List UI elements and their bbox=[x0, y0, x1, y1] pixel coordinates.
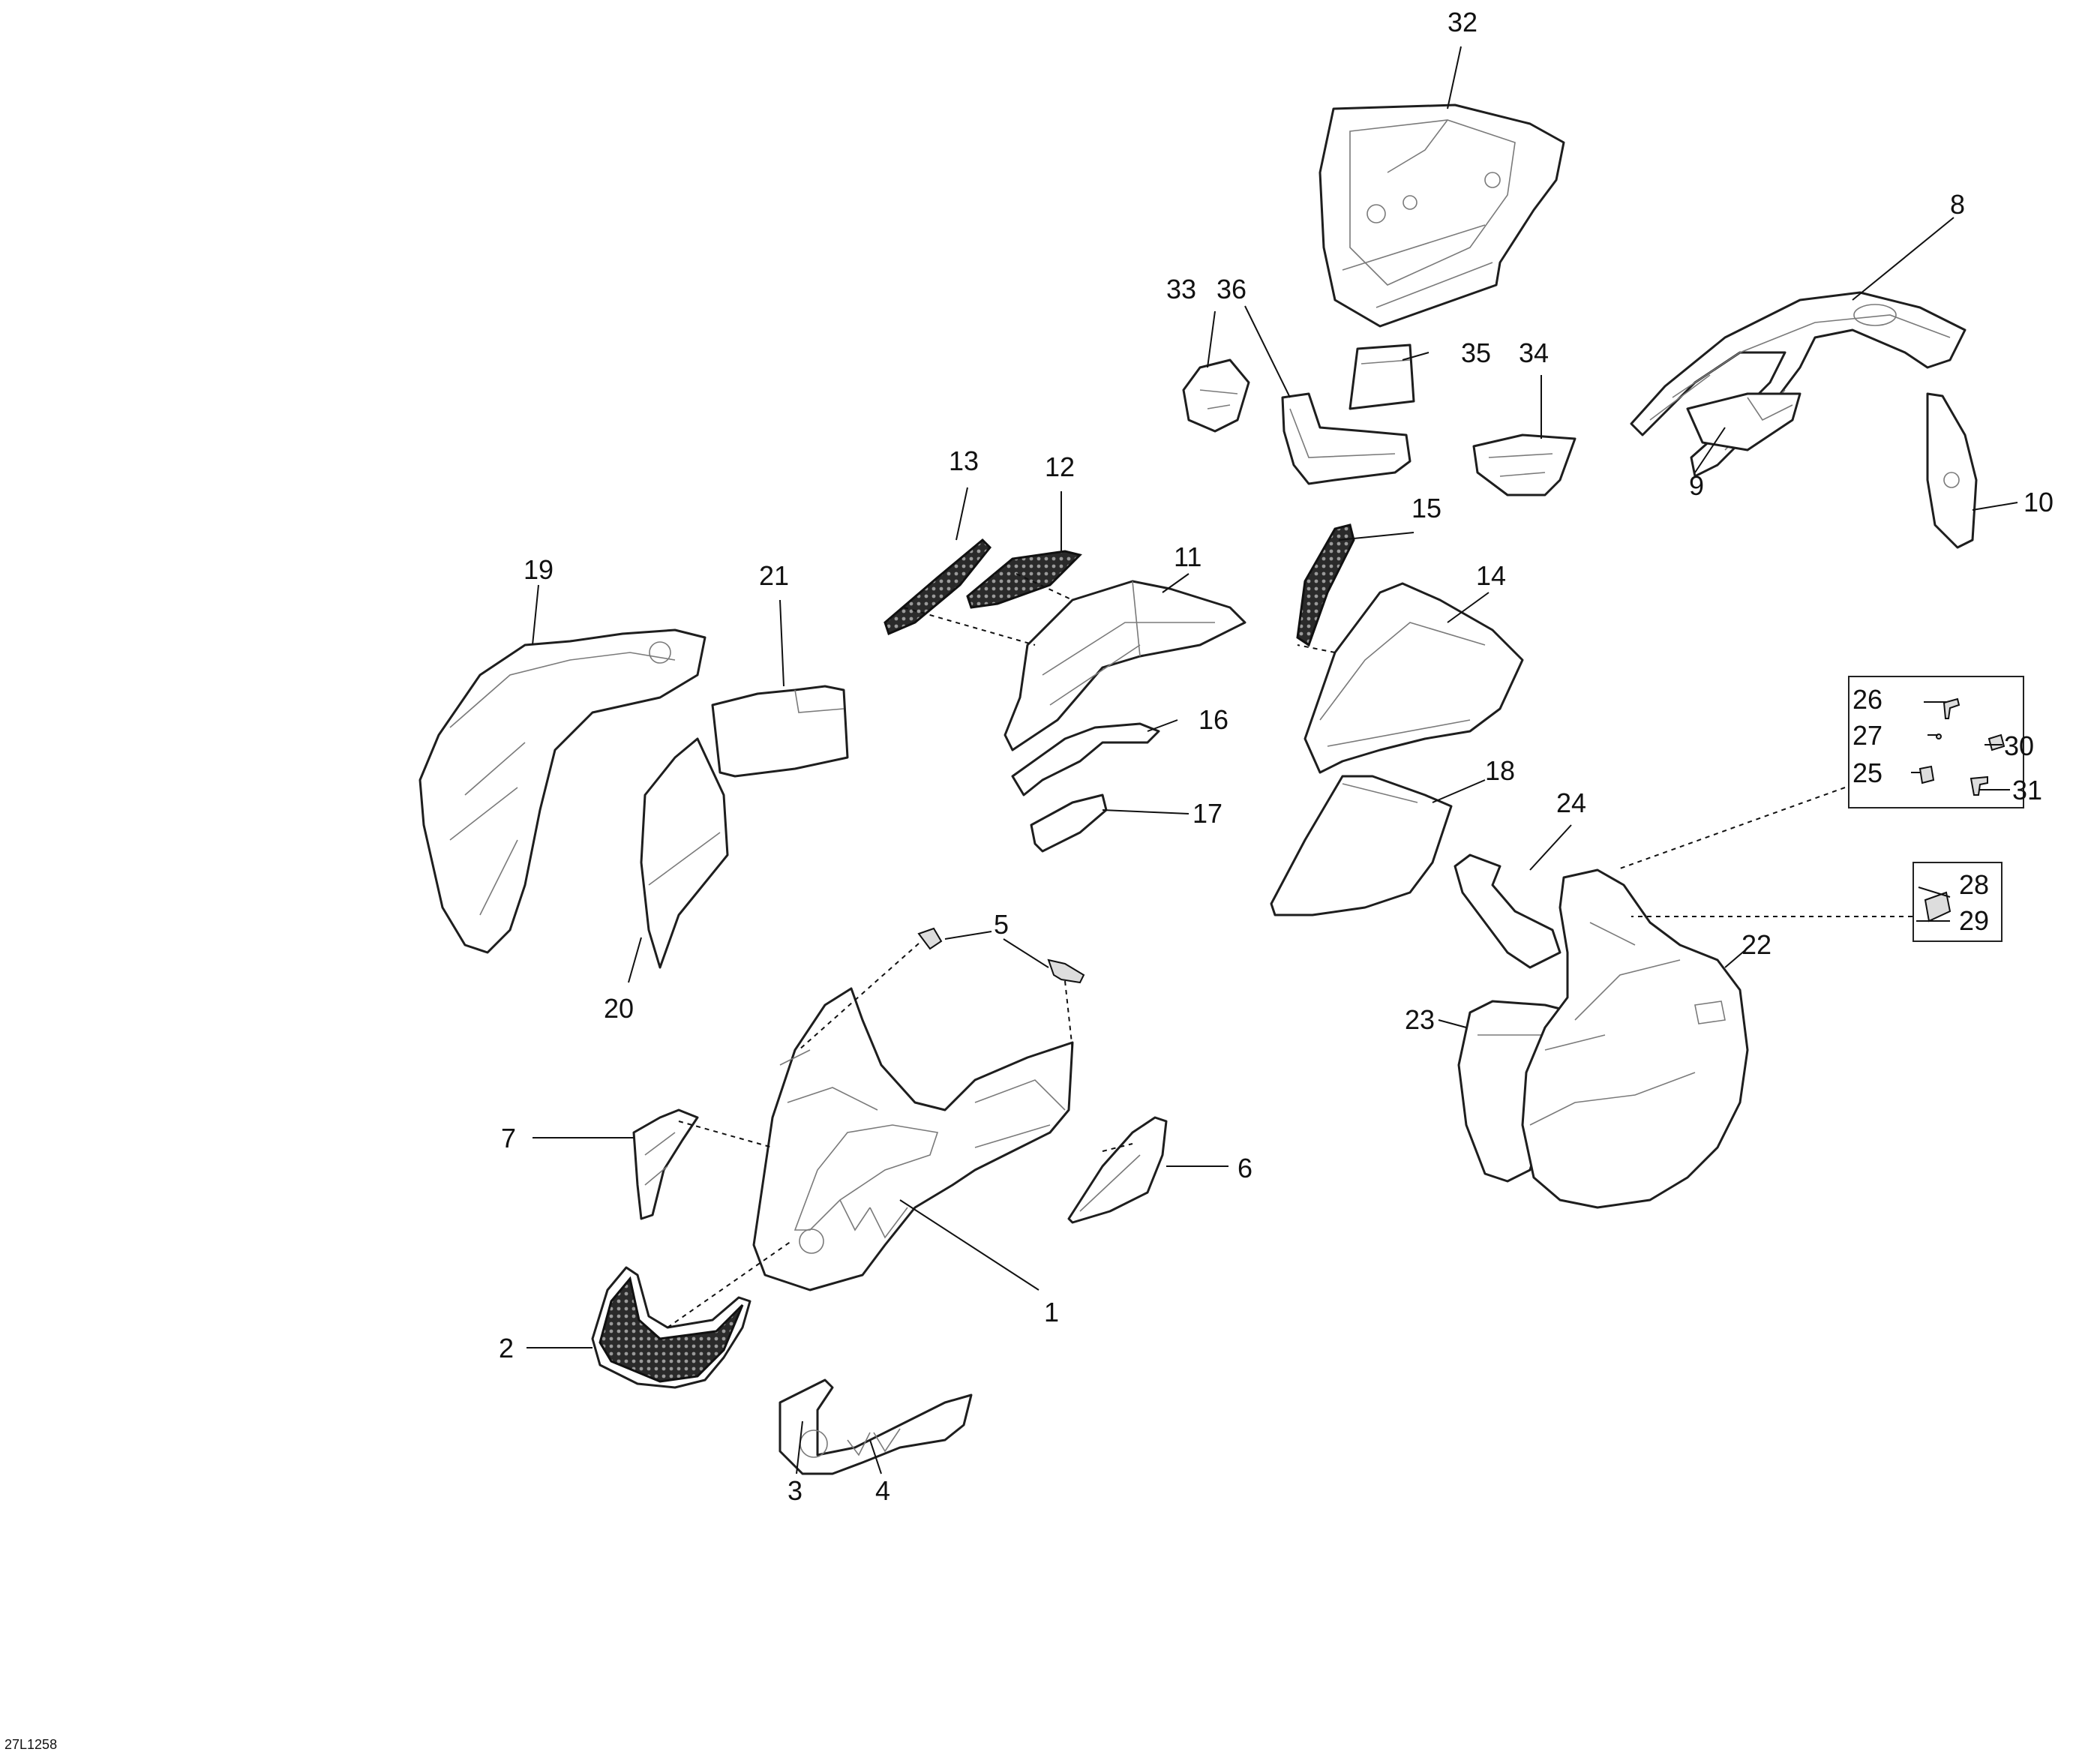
callout-18: 18 bbox=[1485, 755, 1515, 786]
hardware-box-25-31 bbox=[1848, 676, 2024, 942]
callout-28: 28 bbox=[1959, 869, 1989, 900]
callout-1: 1 bbox=[1044, 1297, 1059, 1328]
callout-19: 19 bbox=[524, 554, 554, 585]
callout-5: 5 bbox=[994, 909, 1009, 940]
callout-13: 13 bbox=[949, 446, 979, 476]
callout-30: 30 bbox=[2004, 730, 2034, 761]
part-20-side-trim bbox=[640, 737, 729, 969]
part-24-bracket bbox=[1454, 854, 1562, 969]
callout-8: 8 bbox=[1950, 189, 1965, 220]
callout-29: 29 bbox=[1959, 905, 1989, 936]
part-17-foam bbox=[1030, 794, 1108, 853]
part-16-foam bbox=[1011, 722, 1160, 796]
part-5-fasteners bbox=[917, 927, 1085, 984]
callout-6: 6 bbox=[1238, 1153, 1252, 1184]
part-34-cover bbox=[1472, 434, 1576, 496]
callout-32: 32 bbox=[1448, 7, 1478, 38]
callout-9: 9 bbox=[1689, 470, 1704, 501]
part-12-mesh-vent bbox=[966, 550, 1082, 609]
callout-33: 33 bbox=[1166, 274, 1196, 304]
assembly-guide-lines bbox=[667, 573, 1912, 1328]
part-19-left-side-panel bbox=[418, 628, 706, 954]
part-10-side-cover bbox=[1926, 392, 1978, 549]
callout-10: 10 bbox=[2024, 487, 2054, 518]
part-14-side-vent-panel bbox=[1304, 582, 1524, 774]
callout-20: 20 bbox=[604, 993, 634, 1024]
callout-31: 31 bbox=[2012, 775, 2042, 806]
part-22-right-side-panel bbox=[1521, 868, 1749, 1209]
callout-36: 36 bbox=[1216, 274, 1246, 304]
callout-21: 21 bbox=[759, 560, 789, 591]
part-13-mesh-vent bbox=[884, 538, 992, 636]
part-28-clip bbox=[1924, 891, 1952, 922]
part-8-frame-cover bbox=[1630, 291, 1966, 478]
part-35-panel bbox=[1348, 344, 1415, 410]
part-2-front-mesh-grille bbox=[591, 1266, 752, 1389]
callout-15: 15 bbox=[1412, 493, 1442, 524]
part-6-side-vent bbox=[1067, 1116, 1168, 1224]
figure-code: 27L1258 bbox=[4, 1737, 57, 1752]
part-9-bracket bbox=[1686, 392, 1802, 452]
callout-11: 11 bbox=[1174, 542, 1202, 572]
callout-26: 26 bbox=[1852, 684, 1882, 715]
callout-25: 25 bbox=[1852, 758, 1882, 788]
part-33-bracket bbox=[1182, 358, 1250, 433]
part-36-curved-trim bbox=[1281, 392, 1412, 485]
callout-27: 27 bbox=[1852, 720, 1882, 751]
part-7-vent-bracket bbox=[632, 1108, 699, 1220]
part-18-lower-vent bbox=[1270, 775, 1453, 916]
callout-24: 24 bbox=[1556, 788, 1586, 818]
callout-22: 22 bbox=[1742, 929, 1772, 960]
part-32-upper-console bbox=[1318, 104, 1565, 328]
callout-4: 4 bbox=[875, 1475, 890, 1506]
callout-3: 3 bbox=[788, 1475, 802, 1506]
part-15-mesh-vent bbox=[1296, 524, 1355, 647]
callout-7: 7 bbox=[501, 1123, 516, 1154]
part-11-vent-panel bbox=[1004, 580, 1246, 752]
callout-2: 2 bbox=[499, 1333, 514, 1364]
callout-leader-lines bbox=[526, 46, 2018, 1474]
callout-35: 35 bbox=[1461, 338, 1491, 368]
part-1-front-hood bbox=[752, 987, 1074, 1292]
callout-labels: 1 2 3 4 5 6 7 8 9 10 11 12 13 14 15 16 1… bbox=[499, 7, 2054, 1506]
part-21-foam-insert bbox=[711, 685, 849, 778]
callout-12: 12 bbox=[1045, 452, 1075, 482]
callout-16: 16 bbox=[1198, 704, 1228, 735]
part-3-4-nose-decal bbox=[778, 1378, 973, 1475]
callout-14: 14 bbox=[1476, 560, 1506, 591]
callout-23: 23 bbox=[1405, 1004, 1435, 1035]
callout-17: 17 bbox=[1192, 798, 1222, 829]
callout-34: 34 bbox=[1519, 338, 1549, 368]
